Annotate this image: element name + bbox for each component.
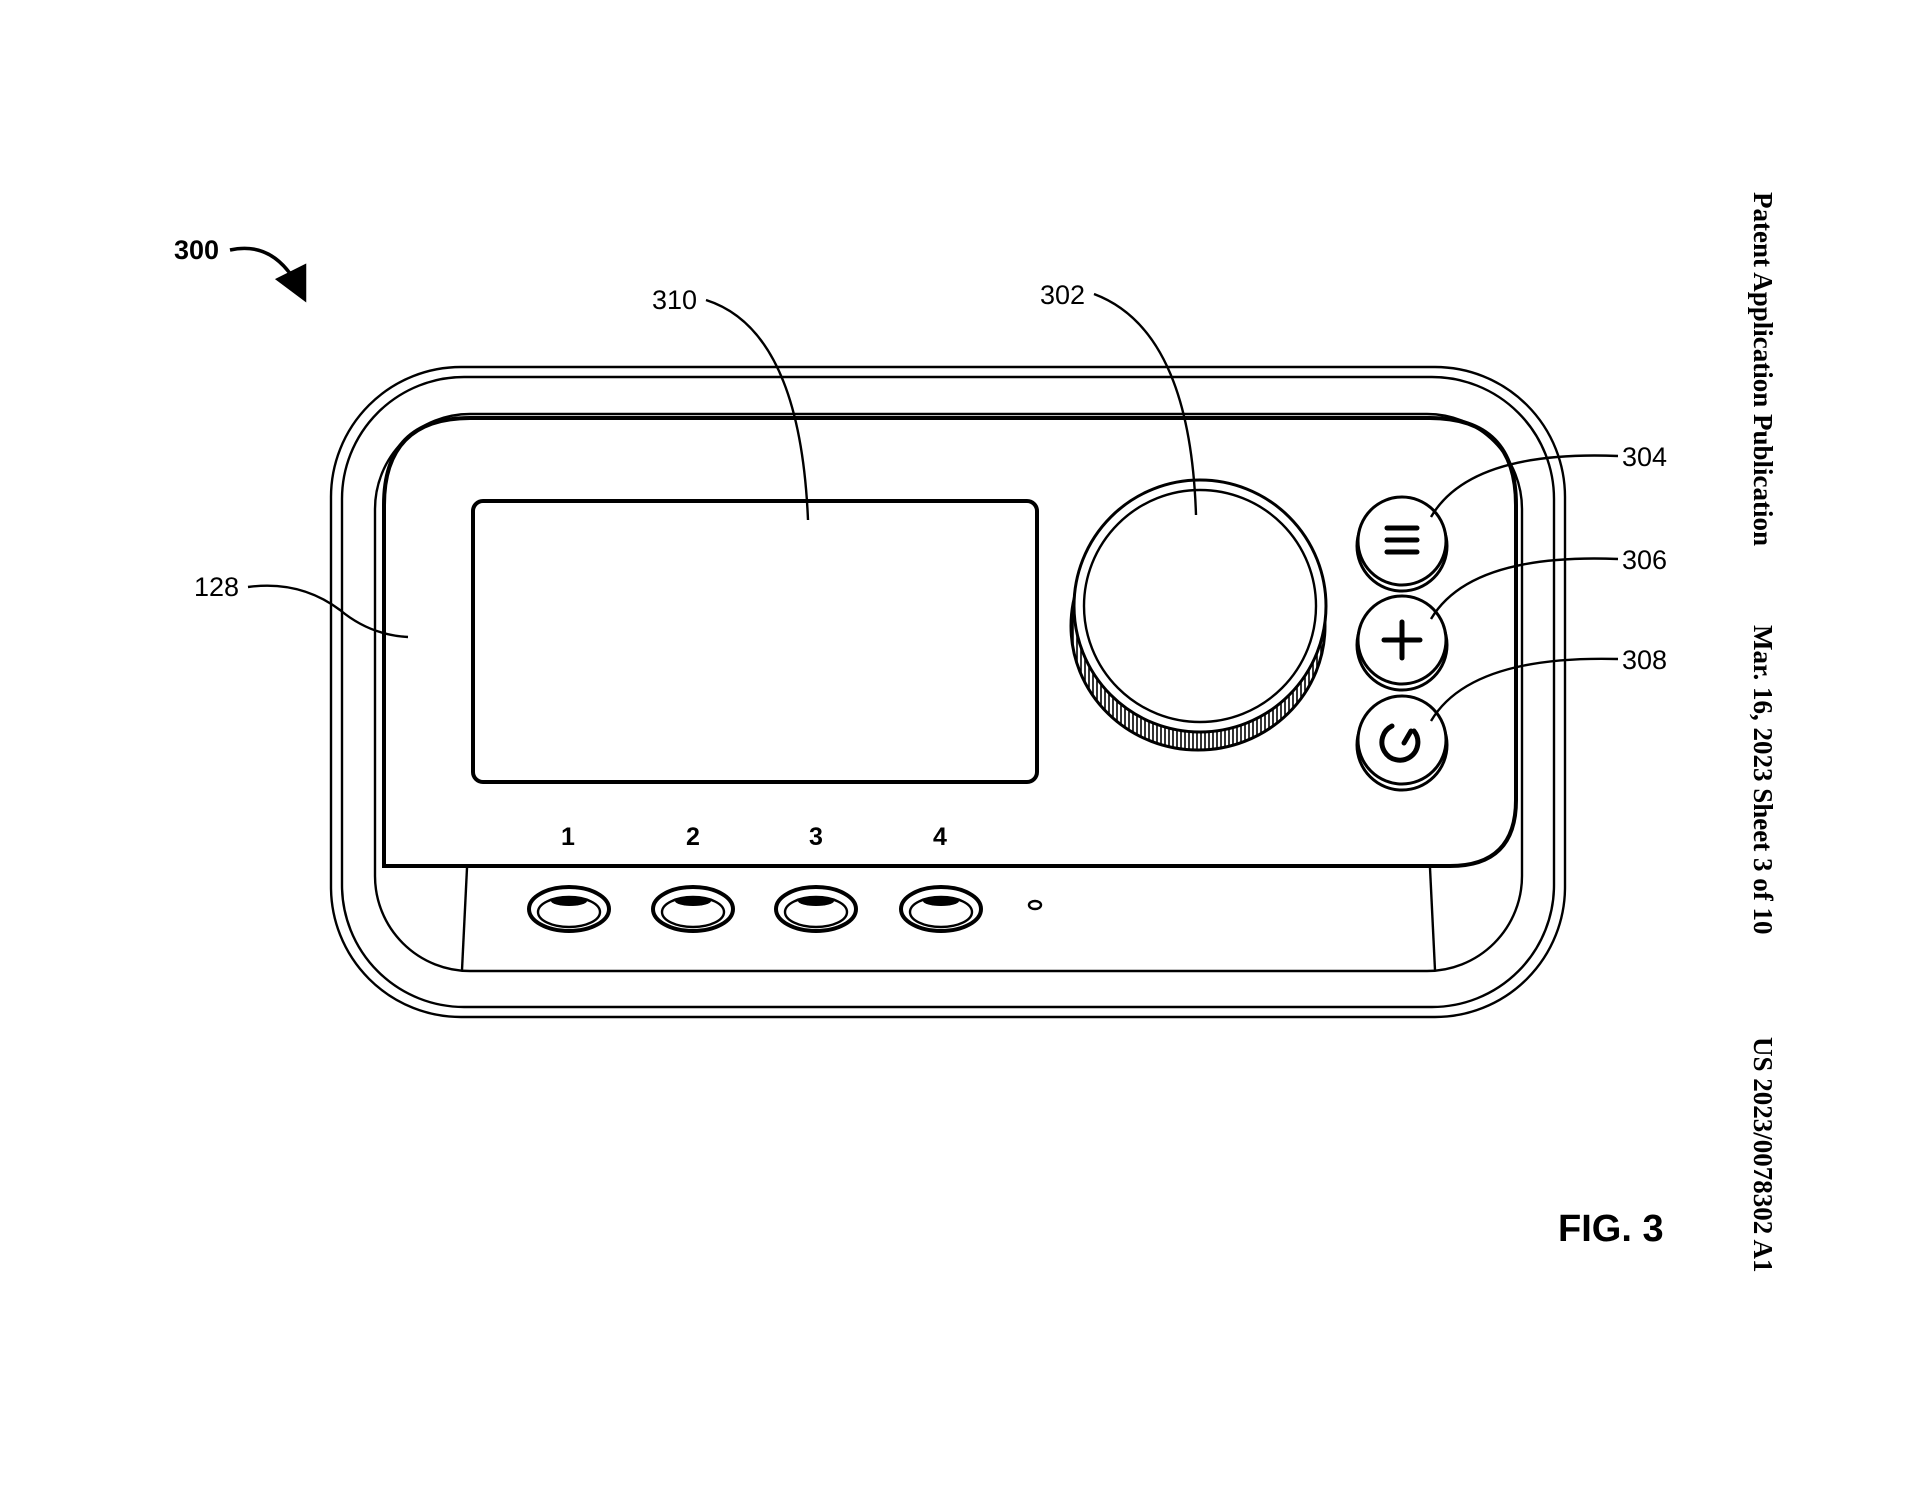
plus-icon <box>1381 619 1423 661</box>
rotary-knob[interactable] <box>1069 478 1328 752</box>
leader-310 <box>705 298 810 521</box>
ref-310: 310 <box>652 285 697 315</box>
menu-button[interactable] <box>1355 495 1449 593</box>
leader-308 <box>1429 657 1619 722</box>
preset-label-4: 4 <box>933 823 947 851</box>
preset-button-4[interactable] <box>899 885 983 933</box>
preset-label-1: 1 <box>561 823 575 851</box>
ref-128: 128 <box>194 572 239 602</box>
ref-302: 302 <box>1040 280 1085 310</box>
preset-button-2[interactable] <box>651 885 735 933</box>
ref-304: 304 <box>1622 442 1667 472</box>
figure-label: FIG. 3 <box>1558 1208 1664 1250</box>
preset-button-3[interactable] <box>774 885 858 933</box>
menu-icon <box>1384 525 1420 555</box>
housing-outer <box>329 365 1567 1019</box>
housing-bezel <box>373 412 1524 973</box>
preset-button-1[interactable] <box>527 885 611 933</box>
leader-306 <box>1429 557 1619 620</box>
leader-304 <box>1429 454 1619 518</box>
leader-128 <box>247 584 409 639</box>
power-button[interactable] <box>1355 694 1449 792</box>
ref-306: 306 <box>1622 545 1667 575</box>
indicator-light <box>1027 899 1043 911</box>
ref-308: 308 <box>1622 645 1667 675</box>
display-screen <box>471 499 1039 784</box>
ref-300: 300 <box>174 235 219 265</box>
preset-label-3: 3 <box>809 823 823 851</box>
leader-300 <box>229 246 307 303</box>
power-icon <box>1379 723 1421 763</box>
plus-button[interactable] <box>1355 594 1449 692</box>
leader-302 <box>1093 292 1198 516</box>
preset-label-2: 2 <box>686 823 700 851</box>
